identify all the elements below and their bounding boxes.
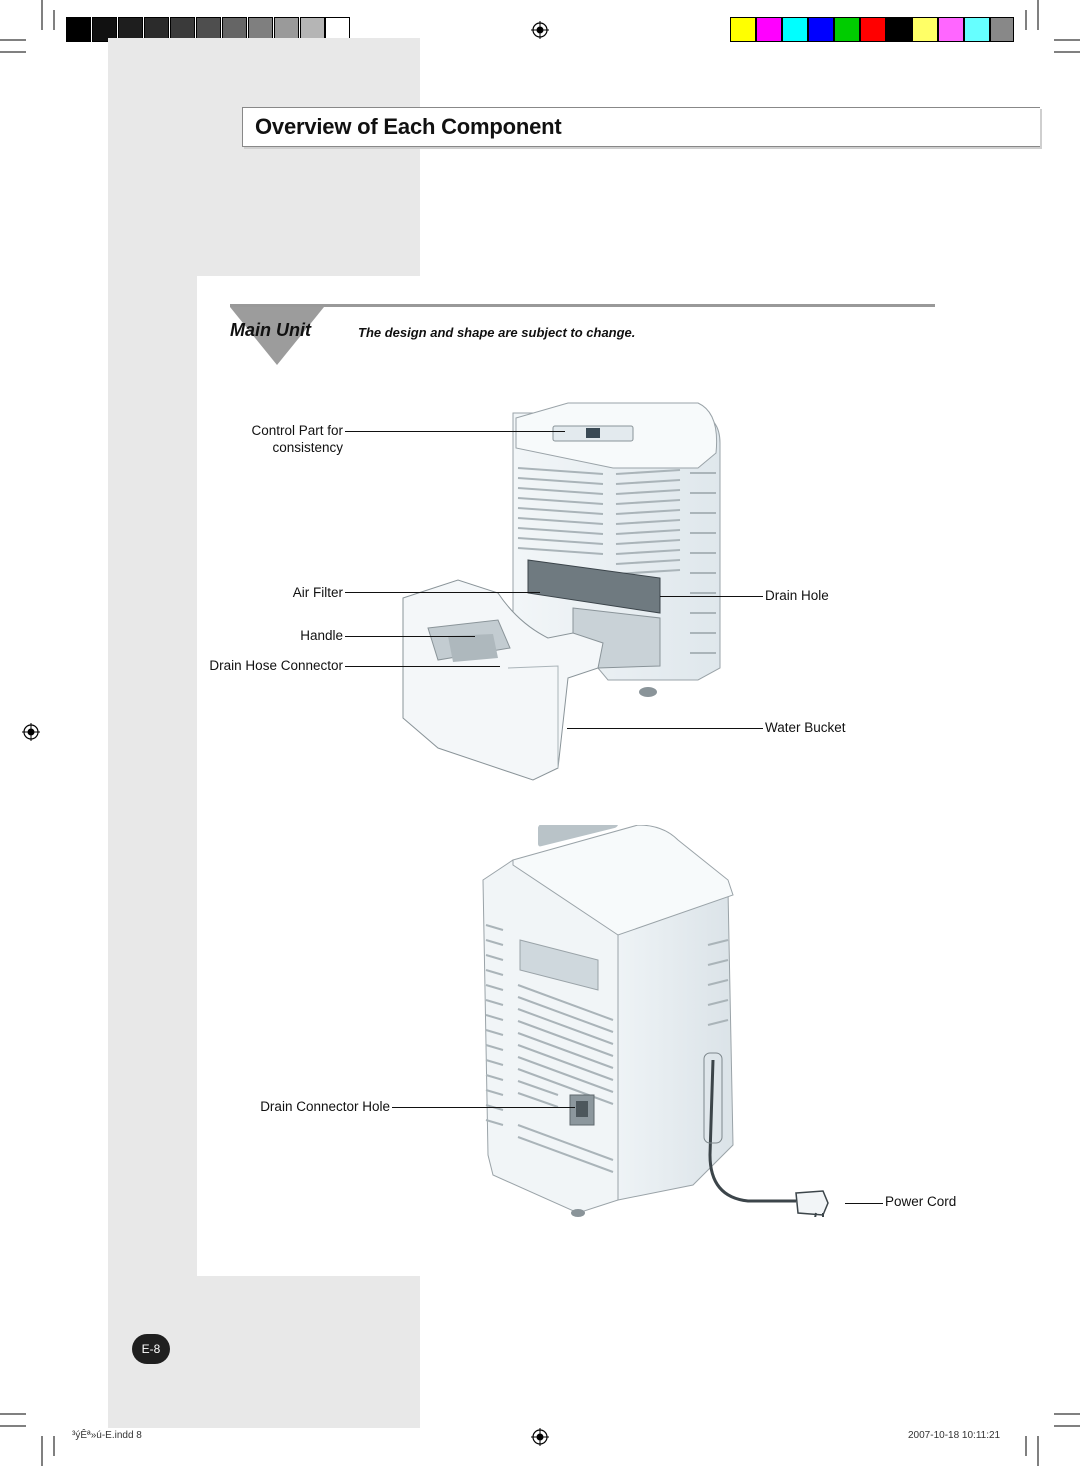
page-number: E-8 [141,1342,161,1356]
color-swatch [782,17,808,42]
footer-filename: ³ýÊª»ú-E.indd 8 [72,1430,142,1441]
section-title-box: Overview of Each Component [242,107,1040,147]
leader-line [392,1107,575,1108]
gray-swatch [274,17,299,42]
section-triangle-icon [230,307,324,365]
callout-power-cord: Power Cord [885,1194,957,1209]
gray-swatch [144,17,169,42]
color-swatch [938,17,964,42]
gray-swatch [92,17,117,42]
callout-air-filter: Air Filter [292,585,343,600]
gray-swatch [248,17,273,42]
gray-swatch [66,17,91,42]
callout-handle: Handle [300,628,343,643]
footer-timestamp: 2007-10-18 10:11:21 [908,1430,1001,1441]
color-swatch [756,17,782,42]
callout-water-bucket: Water Bucket [765,720,846,735]
gray-swatch [300,17,325,42]
design-change-note: The design and shape are subject to chan… [358,325,636,340]
dehumidifier-rear-illustration [482,825,829,1217]
leader-line [345,431,565,432]
leader-line [345,636,475,637]
gray-swatch [118,17,143,42]
color-swatch [886,17,912,42]
leader-line [567,728,763,729]
callout-drain-hose-connector: Drain Hose Connector [209,658,343,673]
leader-line [345,592,540,593]
page-title: Overview of Each Component [255,114,562,139]
registration-mark-icon [531,1428,549,1446]
color-swatch [834,17,860,42]
main-unit-rule [230,304,935,307]
callout-control-part: Control Part for consistency [200,423,343,455]
callout-control-part-line1: Control Part for [251,423,343,438]
gray-swatch [196,17,221,42]
registration-mark-icon [531,21,549,39]
main-unit-heading: Main Unit [230,320,311,340]
page-number-badge: E-8 [132,1334,170,1364]
color-swatch [912,17,938,42]
color-swatch [964,17,990,42]
callout-drain-connector-hole: Drain Connector Hole [260,1099,390,1114]
registration-mark-icon [22,723,40,741]
color-swatch [990,17,1014,42]
dehumidifier-front-illustration [402,402,721,781]
callout-control-part-line2: consistency [272,440,343,455]
leader-line [345,666,500,667]
callout-drain-hole: Drain Hole [765,588,829,603]
color-swatch [730,17,756,42]
color-calibration-bar [730,17,1014,42]
color-swatch [860,17,886,42]
color-swatch [808,17,834,42]
leader-line [660,596,763,597]
leader-line [845,1203,883,1204]
grayscale-calibration-bar [66,17,350,42]
